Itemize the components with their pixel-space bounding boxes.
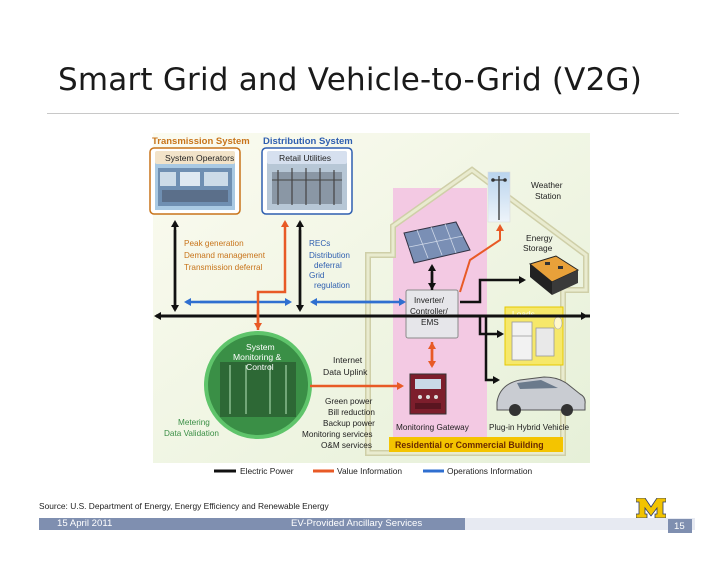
legend-operations-label: Operations Information bbox=[447, 466, 533, 476]
bulb-icon bbox=[553, 316, 563, 330]
legend-value-label: Value Information bbox=[337, 466, 402, 476]
om-services-label: O&M services bbox=[321, 441, 372, 450]
source-citation: Source: U.S. Department of Energy, Energ… bbox=[39, 501, 329, 511]
footer-bar bbox=[39, 518, 465, 530]
peak-generation-label: Peak generation bbox=[184, 239, 244, 248]
hybrid-vehicle-icon bbox=[496, 376, 586, 416]
retail-utilities-label: Retail Utilities bbox=[279, 153, 331, 163]
building-banner-label: Residential or Commercial Building bbox=[395, 440, 544, 450]
footer-page-bar bbox=[668, 519, 692, 533]
footer-title: EV-Provided Ancillary Services bbox=[291, 518, 423, 529]
ems-label: EMS bbox=[421, 318, 439, 327]
loads-arrow bbox=[478, 316, 504, 338]
system-label: System bbox=[246, 342, 275, 352]
system-operators-label: System Operators bbox=[165, 153, 234, 163]
plug-in-hybrid-label: Plug-in Hybrid Vehicle bbox=[489, 423, 570, 432]
storage-arrow bbox=[460, 276, 526, 304]
footer-bar-right bbox=[465, 518, 695, 530]
distribution-system-header: Distribution System bbox=[263, 136, 353, 147]
title-divider bbox=[47, 113, 679, 114]
green-power-label: Green power bbox=[325, 397, 373, 406]
distribution-label: Distribution bbox=[309, 251, 350, 260]
deferral-label: deferral bbox=[314, 261, 342, 270]
slide-title: Smart Grid and Vehicle-to-Grid (V2G) bbox=[58, 62, 643, 98]
control-label: Control bbox=[246, 362, 274, 372]
fridge-icon bbox=[511, 321, 533, 361]
loads-label: Loads bbox=[512, 309, 535, 319]
transmission-deferral-label: Transmission deferral bbox=[184, 263, 263, 272]
controller-label: Controller/ bbox=[410, 307, 448, 316]
data-validation-label: Data Validation bbox=[164, 429, 219, 438]
value-arrow-weather bbox=[459, 224, 504, 293]
grid-label: Grid bbox=[309, 271, 325, 280]
data-uplink-label: Data Uplink bbox=[323, 367, 368, 377]
footer-date: 15 April 2011 bbox=[57, 518, 113, 529]
transmission-system-header: Transmission System bbox=[152, 136, 250, 147]
station-label: Station bbox=[535, 191, 561, 201]
storage-label: Storage bbox=[523, 243, 553, 253]
energy-label: Energy bbox=[526, 233, 553, 243]
monitoring-services-label: Monitoring services bbox=[302, 430, 373, 439]
recs-label: RECs bbox=[309, 239, 330, 248]
regulation-label: regulation bbox=[314, 281, 350, 290]
monitoring-amp-label: Monitoring & bbox=[233, 352, 282, 362]
legend-electric-label: Electric Power bbox=[240, 466, 294, 476]
bill-reduction-label: Bill reduction bbox=[328, 408, 375, 417]
university-logo-icon bbox=[636, 498, 666, 518]
vehicle-arrow bbox=[484, 316, 500, 384]
weather-label: Weather bbox=[531, 180, 563, 190]
internet-label: Internet bbox=[333, 355, 363, 365]
metering-label: Metering bbox=[178, 418, 210, 427]
monitoring-gateway-label: Monitoring Gateway bbox=[396, 423, 470, 432]
backup-power-label: Backup power bbox=[323, 419, 375, 428]
inverter-label: Inverter/ bbox=[414, 296, 445, 305]
page-number: 15 bbox=[674, 521, 685, 532]
demand-management-label: Demand management bbox=[184, 251, 266, 260]
building-banner bbox=[389, 437, 563, 452]
